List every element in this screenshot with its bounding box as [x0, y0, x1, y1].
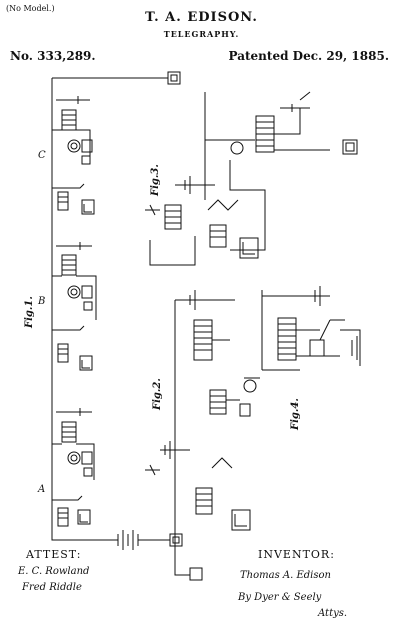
attest-label: ATTEST: — [26, 548, 82, 561]
station-c-label: C — [38, 150, 46, 161]
station-a-instruments — [52, 408, 95, 527]
station-b-instruments — [52, 242, 97, 371]
attorney-signature: By Dyer & Seely — [238, 592, 322, 603]
station-a-label: A — [38, 484, 46, 495]
station-c-instruments — [52, 96, 95, 215]
witness-signature-1: E. C. Rowland — [18, 566, 90, 577]
fig3-diagram — [145, 91, 358, 266]
fig4-label: Fig.4. — [290, 398, 301, 430]
fig1-diagram — [51, 71, 183, 550]
fig1-label: Fig.1. — [24, 296, 35, 328]
attorney-suffix: Attys. — [318, 608, 348, 619]
model-note: (No Model.) — [6, 4, 55, 13]
fig3-label: Fig.3. — [150, 164, 161, 196]
inventor-name-title: T. A. EDISON. — [145, 10, 258, 25]
inventor-label: INVENTOR: — [258, 548, 335, 561]
terminal-box-top — [167, 71, 181, 85]
patent-number: No. 333,289. — [10, 49, 96, 63]
subject-title: TELEGRAPHY. — [163, 29, 240, 39]
main-line-battery — [117, 530, 183, 550]
patent-date: Patented Dec. 29, 1885. — [228, 49, 389, 63]
station-b-label: B — [38, 296, 46, 307]
fig2-diagram — [145, 290, 260, 581]
witness-signature-2: Fred Riddle — [22, 582, 82, 593]
inventor-signature: Thomas A. Edison — [240, 570, 331, 581]
fig4-diagram — [261, 286, 361, 371]
fig2-label: Fig.2. — [152, 378, 163, 410]
